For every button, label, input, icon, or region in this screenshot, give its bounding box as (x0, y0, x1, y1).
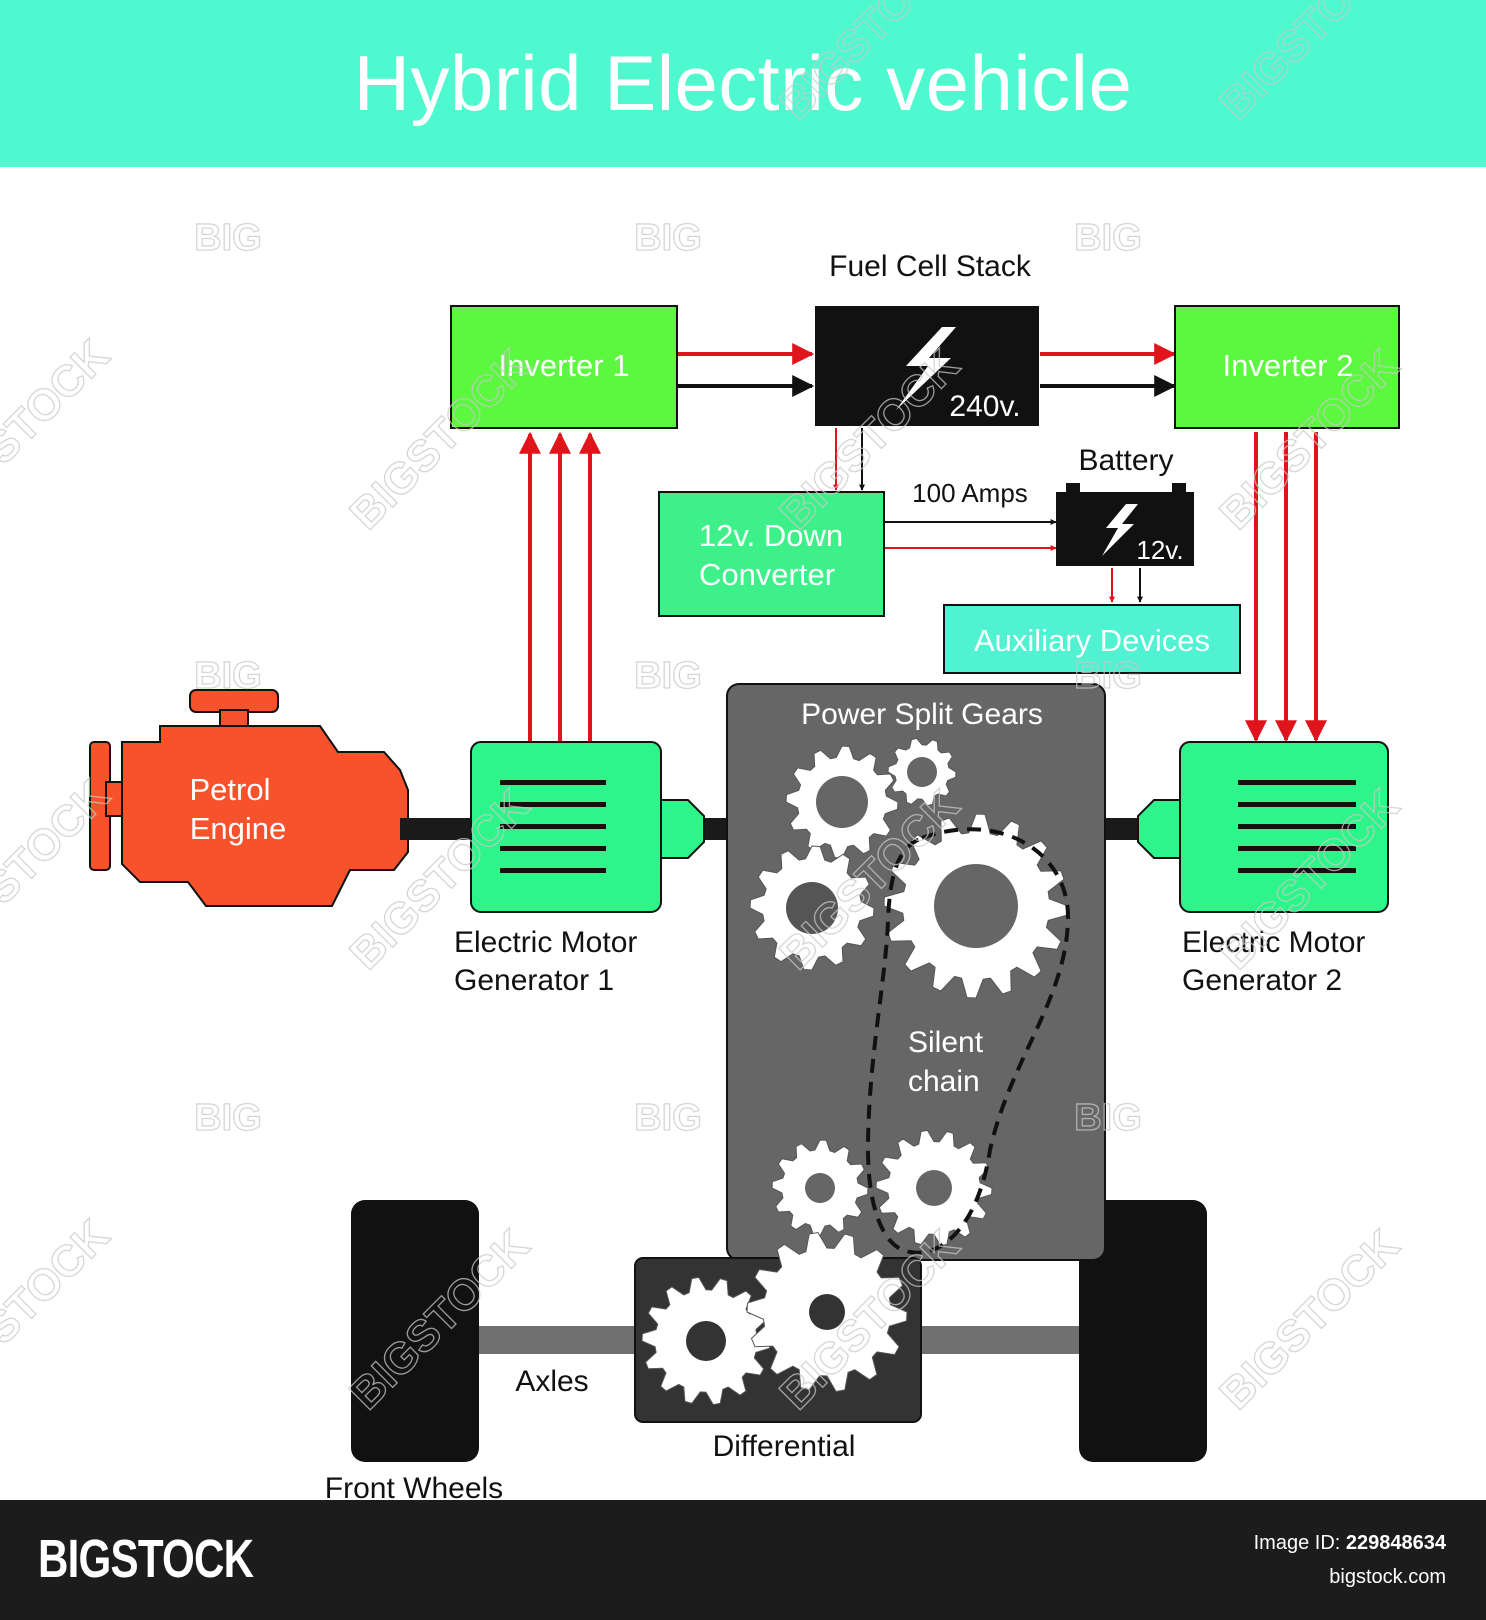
converter-to-battery-arrows (885, 519, 1057, 551)
gear-icon (749, 845, 875, 971)
inverter-1-label: Inverter 1 (499, 348, 630, 383)
stock-footer: BIGSTOCK Image ID: 229848634 bigstock.co… (0, 1500, 1486, 1620)
watermark-big: BIG (1074, 1097, 1142, 1139)
differential-block (634, 1231, 922, 1423)
inverter-1-block: Inverter 1 (450, 305, 678, 429)
current-label: 100 Amps (912, 478, 1028, 508)
watermark-big: BIG (1074, 655, 1142, 697)
gear-icon (771, 1139, 869, 1237)
watermark-bigstock: BIGSTOCK (1211, 0, 1409, 129)
auxiliary-devices-block: Auxiliary Devices (943, 604, 1241, 674)
site-url: bigstock.com (1329, 1566, 1446, 1588)
emg1-label-line-2: Generator 1 (454, 964, 614, 997)
gear-icon (641, 1276, 771, 1406)
petrol-engine-line-2: Engine (190, 811, 287, 846)
petrol-engine-line-1: Petrol (190, 772, 271, 807)
watermark-big: BIG (1074, 217, 1142, 259)
emg1-label-line-1: Electric Motor (454, 926, 637, 959)
hybrid-diagram: Inverter 1 Fuel Cell Stack 240v. Inverte… (0, 0, 1410, 1500)
emg2-label-line-1: Electric Motor (1182, 926, 1365, 959)
brand-logo: BIGSTOCK (38, 1529, 254, 1589)
down-converter-block: 12v. Down Converter (658, 491, 885, 617)
fuel-cell-voltage: 240v. (949, 390, 1020, 423)
power-split-label: Power Split Gears (801, 698, 1043, 731)
axles-label: Axles (515, 1365, 588, 1398)
battery-label: Battery (1078, 444, 1173, 477)
emg2-stator-lines (1238, 780, 1356, 873)
inverter-2-block: Inverter 2 (1174, 305, 1400, 429)
emg1-to-inverter1-arrows (519, 431, 601, 742)
gearbox-gears (749, 737, 1069, 1247)
watermark-big: BIG (634, 1097, 702, 1139)
inverter-2-label: Inverter 2 (1223, 348, 1354, 383)
image-id-label: Image ID: (1253, 1532, 1341, 1554)
image-id: Image ID: 229848634 (1254, 1532, 1446, 1555)
watermark-big: BIG (194, 217, 262, 259)
battery-lightning-icon (1102, 504, 1138, 556)
gear-icon (875, 1129, 993, 1247)
fuel-cell-stack-block: 240v. (815, 306, 1039, 426)
gear-icon (785, 745, 899, 859)
gear-icon (883, 813, 1069, 999)
watermark-bigstock: BIGSTOCK (0, 330, 119, 528)
differential-label: Differential (713, 1430, 856, 1463)
watermark-bigstock: BIGSTOCK (1211, 1220, 1409, 1418)
down-converter-line-2: Converter (699, 557, 835, 592)
emg2-label-line-2: Generator 2 (1182, 964, 1342, 997)
title-banner: Hybrid Electric vehicle (0, 0, 1486, 167)
watermark-bigstock: BIGSTOCK (771, 0, 969, 129)
watermark-big: BIG (194, 655, 262, 697)
electric-motor-generator-2: Electric Motor Generator 2 (1137, 741, 1389, 997)
fuelcell-to-converter-arrows (833, 428, 865, 491)
battery-block: 12v. (1056, 483, 1194, 566)
watermark-bigstock: BIGSTOCK (0, 1210, 119, 1408)
front-wheel-right (1079, 1200, 1207, 1462)
electric-motor-generator-1: Electric Motor Generator 1 (454, 741, 705, 997)
auxiliary-devices-label: Auxiliary Devices (974, 623, 1210, 658)
silent-chain-line-2: chain (908, 1065, 980, 1098)
gear-icon (746, 1231, 908, 1393)
front-wheels-label: Front Wheels (325, 1472, 503, 1500)
watermark-bigstock: BIGSTOCK (341, 340, 539, 538)
down-converter-line-1: 12v. Down (699, 518, 843, 553)
gear-icon (887, 737, 957, 807)
image-id-value: 229848634 (1345, 1532, 1446, 1554)
battery-to-aux-arrows (1109, 568, 1143, 603)
fuel-cell-label: Fuel Cell Stack (829, 250, 1032, 283)
watermark-big: BIG (194, 1097, 262, 1139)
emg1-stator-lines (500, 780, 606, 873)
page-title: Hybrid Electric vehicle (353, 39, 1133, 127)
petrol-engine: Petrol Engine (89, 689, 409, 907)
power-split-gearbox: Power Split Gears Silent chain (726, 683, 1106, 1261)
silent-chain-line-1: Silent (908, 1026, 984, 1059)
watermark-big: BIG (634, 655, 702, 697)
inverter-flow-arrows (678, 343, 1177, 397)
differential-gears (641, 1231, 908, 1406)
front-wheel-left (351, 1200, 479, 1462)
watermark-big: BIG (634, 217, 702, 259)
inverter2-to-emg2-arrows (1245, 432, 1327, 743)
battery-voltage: 12v. (1136, 535, 1183, 565)
silent-chain (865, 827, 1071, 1255)
